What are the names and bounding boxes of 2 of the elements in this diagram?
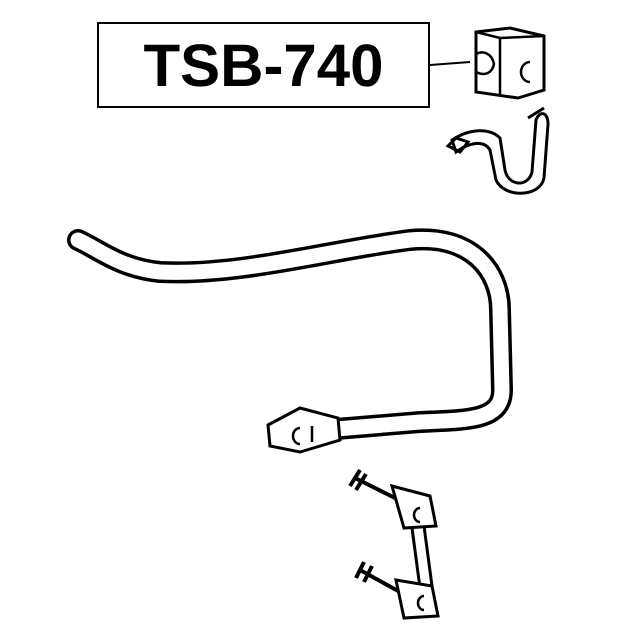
- part-number-label: TSB-740: [97, 22, 430, 108]
- leader-line: [430, 61, 470, 66]
